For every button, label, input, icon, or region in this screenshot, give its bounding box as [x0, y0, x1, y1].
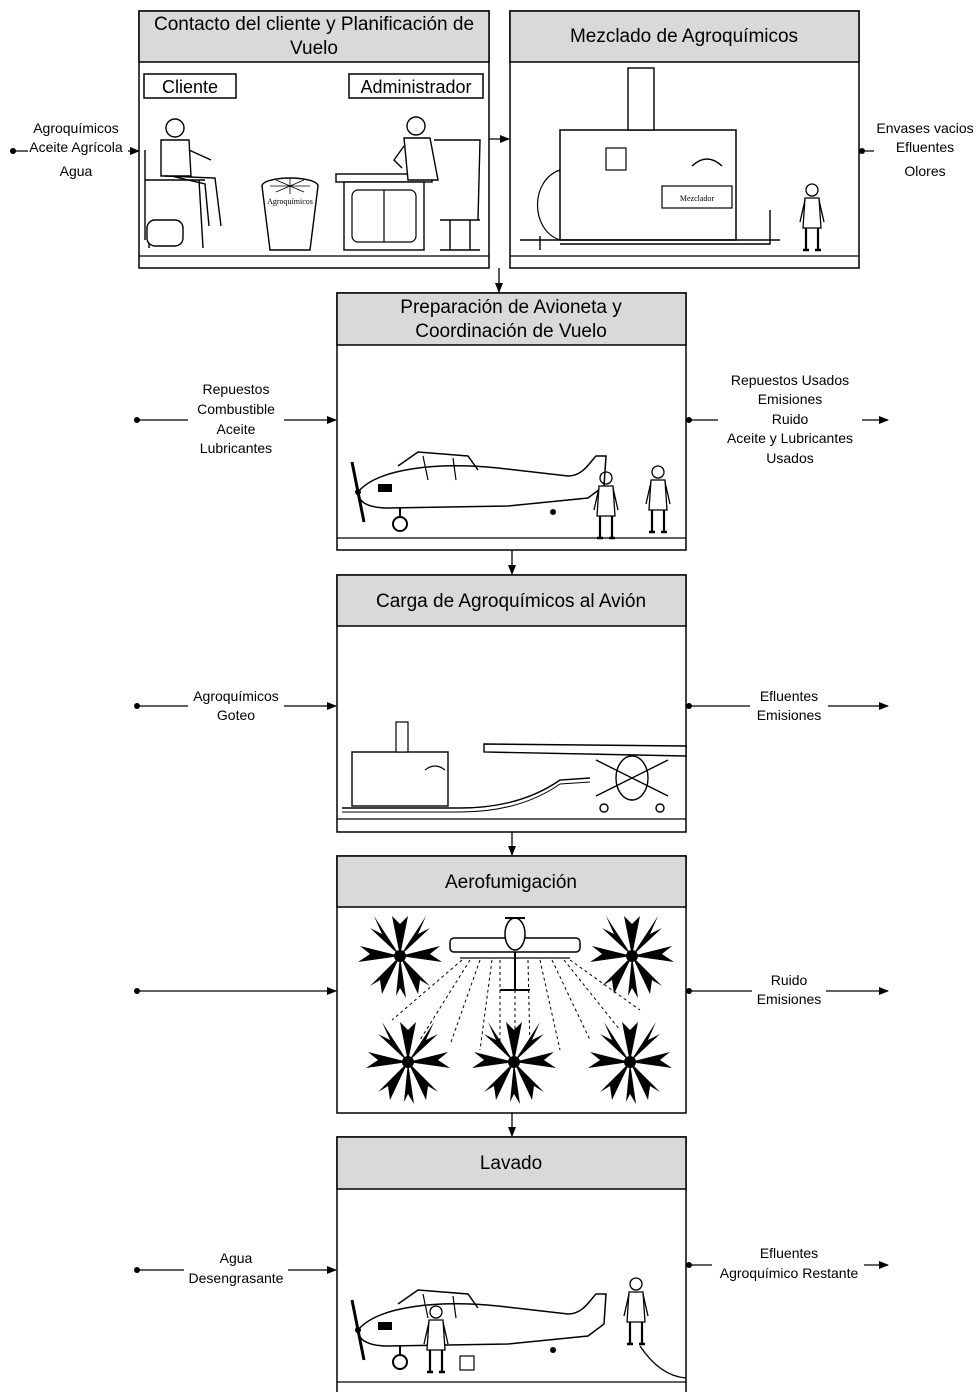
inputs-preparacion: Repuestos Combustible Aceite Lubricantes [134, 380, 337, 458]
carga-title: Carga de Agroquímicos al Avión [376, 591, 646, 612]
cliente-label: Cliente [162, 77, 218, 97]
outputs-lavado: Efluentes Agroquímico Restante [686, 1245, 889, 1283]
output-item: Usados [766, 450, 813, 466]
outputs-aerofumigacion: Ruido Emisiones [686, 970, 889, 1008]
client-illustration [144, 118, 222, 249]
input-item: Agroquímicos [193, 688, 279, 704]
input-item: Agua [220, 1250, 253, 1266]
outputs-preparacion: Repuestos Usados Emisiones Ruido Aceite … [686, 370, 889, 468]
sprayer-plane-icon [449, 917, 581, 991]
input-item: Desengrasante [189, 1270, 284, 1286]
agroquimicos-bin: Agroquímicos [261, 177, 319, 251]
output-item: Ruido [772, 411, 809, 427]
output-item: Emisiones [758, 391, 823, 407]
output-item: Ruido [771, 972, 808, 988]
aerofumigacion-title: Aerofumigación [445, 872, 577, 893]
outputs-carga: Efluentes Emisiones [686, 686, 889, 724]
output-item: Olores [904, 163, 945, 179]
output-item: Repuestos Usados [731, 372, 849, 388]
bin-label: Agroquímicos [267, 197, 313, 206]
stage-preparacion: Preparación de Avioneta y Coordinación d… [336, 292, 687, 551]
stage-aerofumigacion: Aerofumigación [336, 855, 687, 1114]
mezclado-title: Mezclado de Agroquímicos [570, 26, 798, 47]
output-item: Emisiones [757, 991, 822, 1007]
inputs-lavado: Agua Desengrasante [134, 1250, 337, 1288]
inputs-carga: Agroquímicos Goteo [134, 686, 337, 724]
loading-illustration [342, 721, 687, 813]
mixer-illustration: Mezclador [520, 67, 780, 250]
input-item: Agua [60, 163, 93, 179]
output-item: Efluentes [760, 688, 818, 704]
input-item: Repuestos [203, 381, 270, 397]
stage-mezclado: Mezclado de Agroquímicos Mezclador [509, 10, 860, 269]
input-item: Aceite Agrícola [29, 139, 123, 155]
input-item: Agroquímicos [33, 120, 119, 136]
stage-carga: Carga de Agroquímicos al Avión [336, 574, 687, 833]
output-item: Emisiones [757, 707, 822, 723]
inputs-contacto: Agroquímicos Aceite Agrícola Agua [10, 120, 140, 180]
output-item: Envases vacios [876, 120, 973, 136]
input-item: Combustible [197, 401, 275, 417]
spray-lines [391, 959, 641, 1051]
output-item: Efluentes [760, 1245, 818, 1261]
stage-lavado: Lavado [336, 1136, 687, 1392]
contacto-title-line2: Vuelo [290, 38, 338, 59]
input-item: Goteo [217, 707, 255, 723]
output-item: Efluentes [896, 139, 954, 155]
output-item: Agroquímico Restante [720, 1265, 859, 1281]
input-item: Lubricantes [200, 440, 272, 456]
output-item: Aceite y Lubricantes [727, 430, 853, 446]
mezclador-label: Mezclador [680, 194, 715, 203]
preparacion-title-line1: Preparación de Avioneta y [400, 297, 622, 318]
inputs-aerofumigacion [134, 987, 337, 995]
flow-connectors [489, 135, 516, 1137]
outputs-mezclado: Envases vacios Efluentes Olores [859, 120, 974, 179]
admin-illustration [335, 116, 481, 251]
administrador-label: Administrador [360, 77, 471, 97]
preparacion-title-line2: Coordinación de Vuelo [415, 321, 607, 342]
lavado-title: Lavado [480, 1153, 542, 1174]
contacto-title-line1: Contacto del cliente y Planificación de [154, 14, 474, 35]
input-item: Aceite [217, 421, 256, 437]
stage-contacto: Contacto del cliente y Planificación de … [138, 10, 490, 269]
